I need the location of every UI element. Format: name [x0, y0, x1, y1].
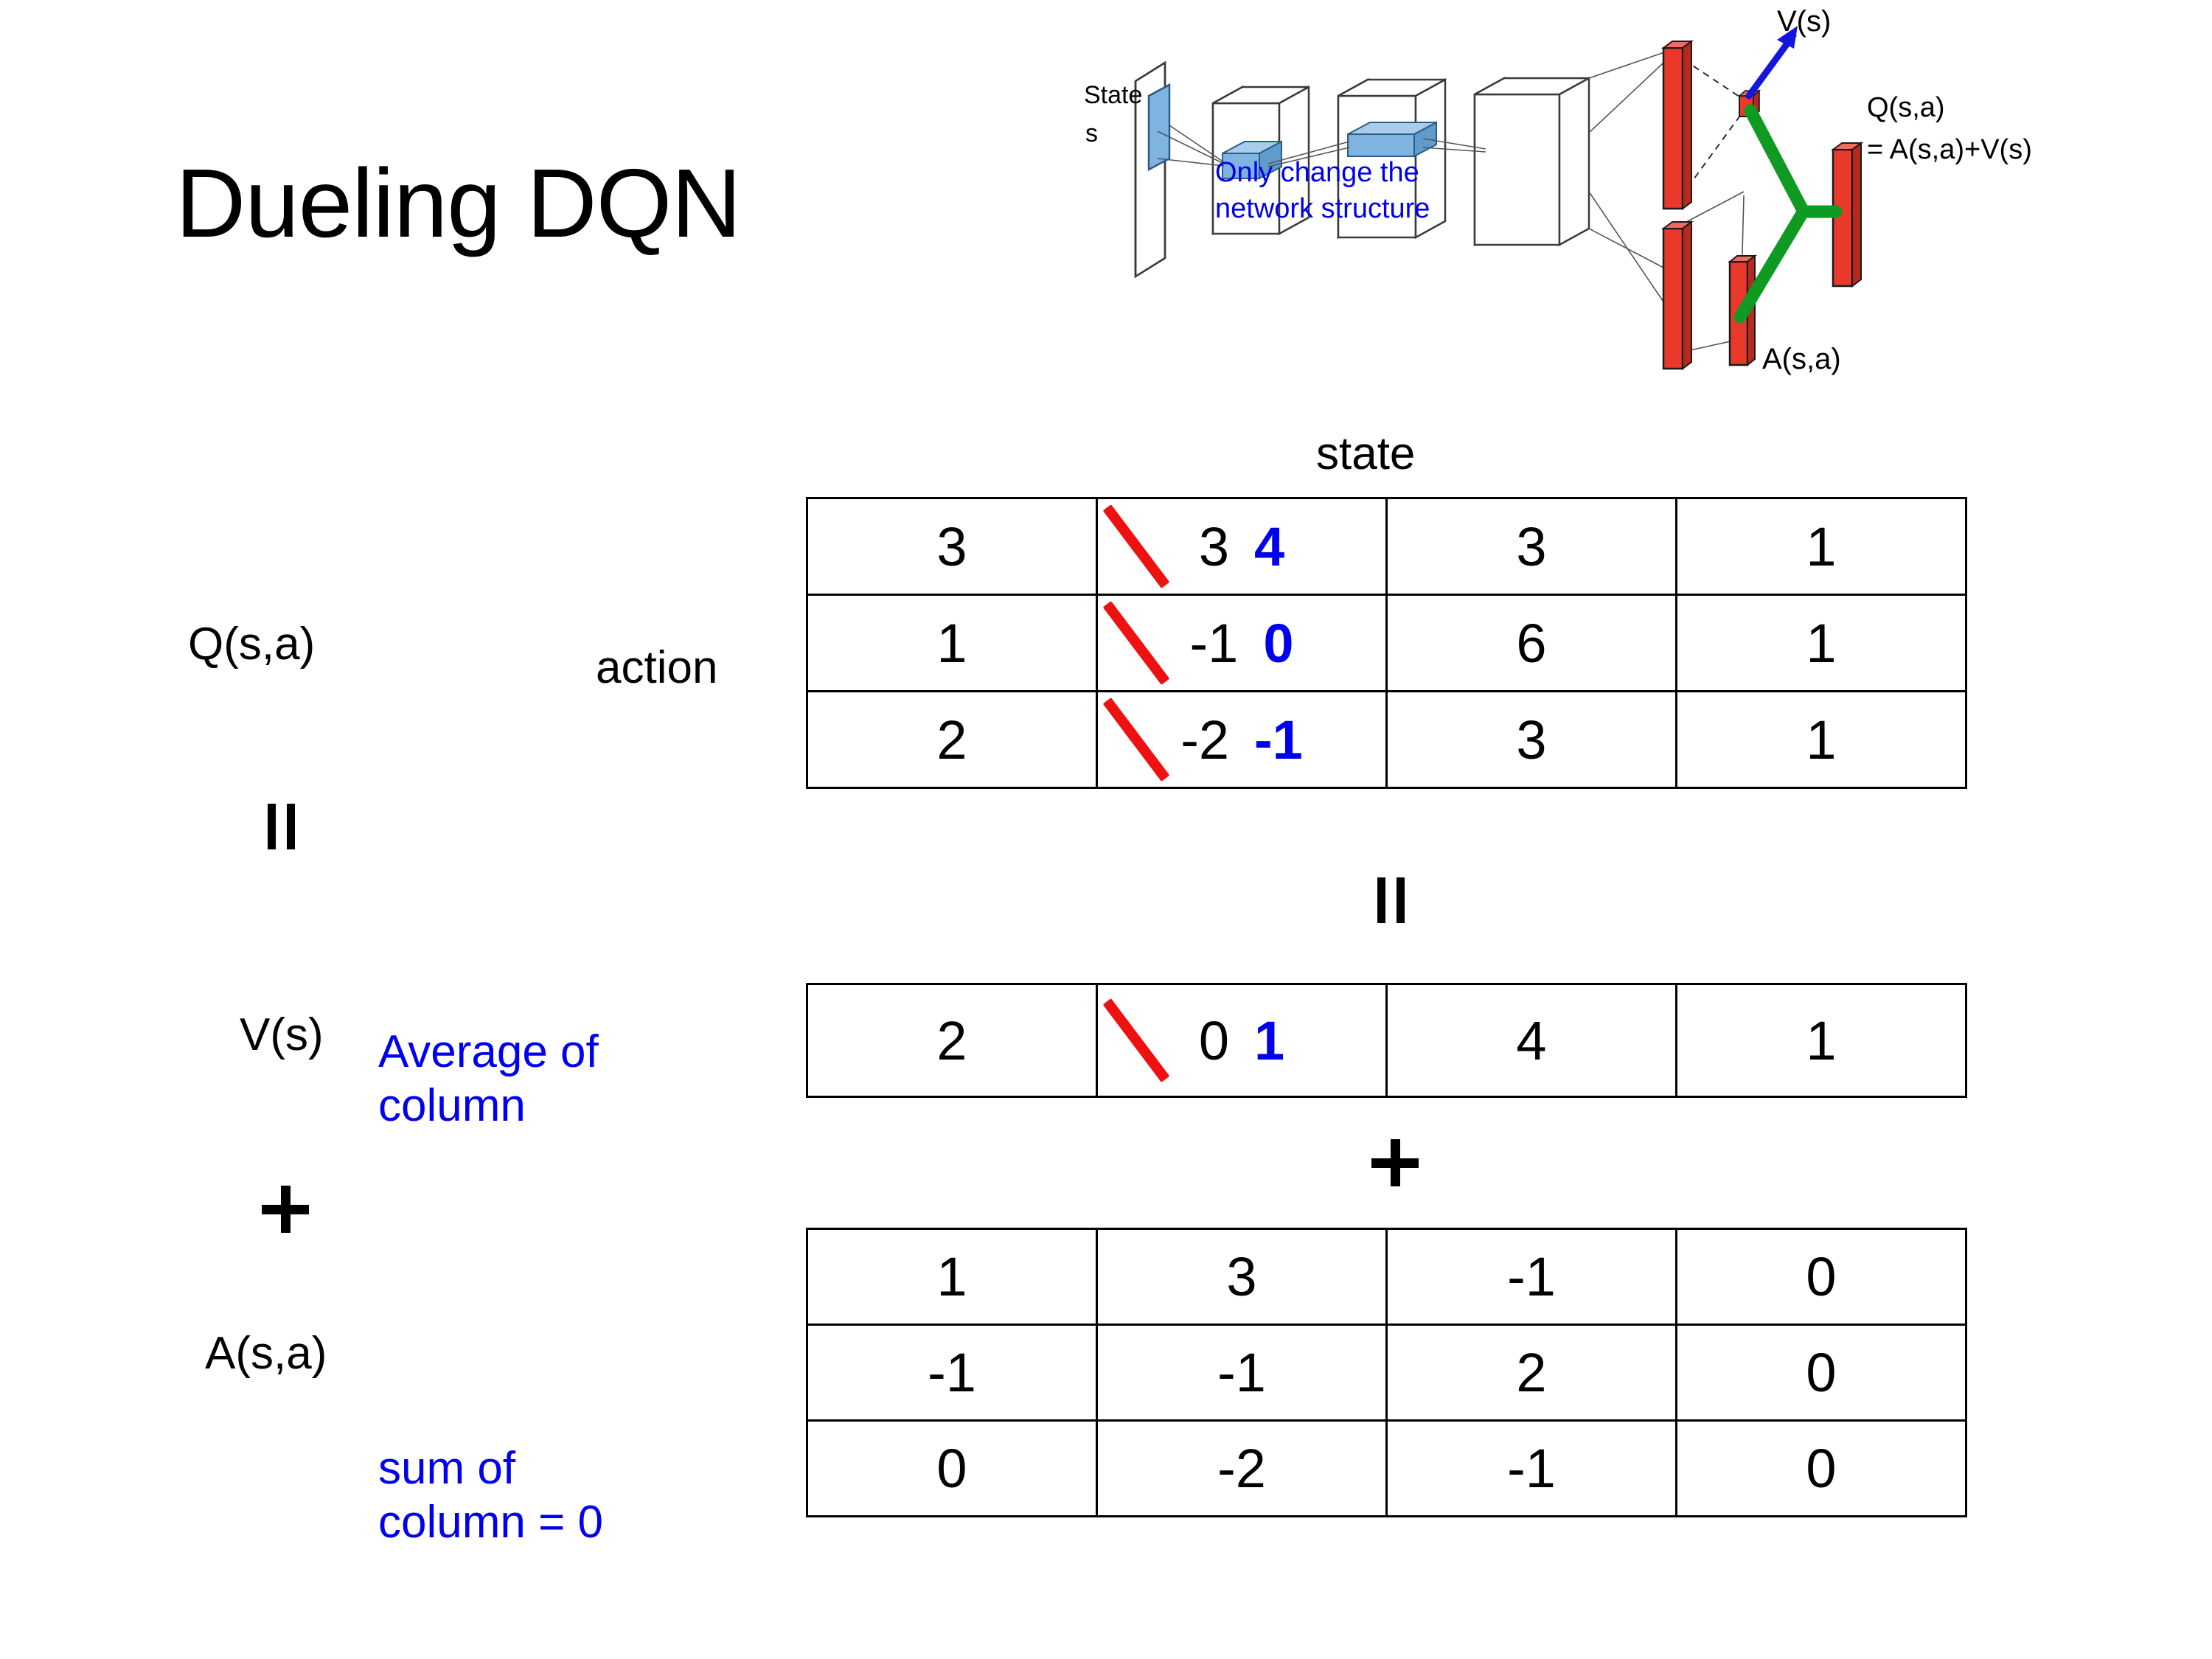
q-function-label: Q(s,a)	[188, 619, 316, 669]
diagram-v-label: V(s)	[1777, 7, 1831, 38]
a-cell-r0c0[interactable]: 1	[806, 1228, 1098, 1326]
equals-bar-1	[1377, 877, 1385, 923]
v-cell-c2[interactable]: 4	[1385, 983, 1677, 1098]
q-cell-r2c1[interactable]: -2 -1	[1096, 690, 1388, 789]
v-cell-c1-inner: 0 1	[1098, 985, 1385, 1096]
q-cell-r0c1-old-value: 3	[1198, 515, 1229, 577]
diagram-state-label: State	[1084, 81, 1142, 109]
note-average-line2: column	[378, 1080, 526, 1132]
table-row: 2 -2 -1 3 1	[806, 690, 1967, 789]
note-average-of-column: Average of column	[378, 1025, 599, 1133]
q-cell-r1c3[interactable]: 1	[1675, 594, 1967, 692]
q-cell-r0c3[interactable]: 1	[1675, 497, 1967, 596]
equals-bar-2	[1397, 877, 1405, 923]
equals-bar-1	[268, 804, 276, 849]
v-value-table: 2 0 1 4 1	[806, 983, 1967, 1098]
q-cell-r1c1-inner: -1 0	[1098, 596, 1385, 690]
q-cell-r1c1[interactable]: -1 0	[1096, 594, 1388, 692]
diagram-note-line2: network structure	[1215, 193, 1430, 224]
q-cell-r0c2[interactable]: 3	[1385, 497, 1677, 596]
table-row: -1 -1 2 0	[806, 1324, 1967, 1422]
a-cell-r2c3[interactable]: 0	[1675, 1419, 1967, 1517]
a-cell-r1c2[interactable]: 2	[1385, 1324, 1677, 1422]
v-cell-c0[interactable]: 2	[806, 983, 1098, 1098]
equals-bar-2	[287, 804, 295, 849]
advantage-value-table: 1 3 -1 0 -1 -1 2 0 0 -2 -1 0	[806, 1228, 1967, 1517]
q-cell-r2c1-inner: -2 -1	[1098, 692, 1385, 787]
plus-bar-vertical	[1391, 1139, 1400, 1186]
page-title: Dueling DQN	[175, 149, 742, 257]
q-cell-r2c0[interactable]: 2	[806, 690, 1098, 789]
note-sum-line2: column = 0	[378, 1497, 604, 1548]
dueling-network-diagram: State s Only change the network structur…	[1084, 7, 2205, 420]
q-cell-r0c1[interactable]: 3 4	[1096, 497, 1388, 596]
plus-sign-left	[262, 1186, 309, 1233]
strikethrough-mark	[1102, 698, 1170, 782]
table-row: 1 -1 0 6 1	[806, 594, 1967, 692]
q-value-table: 3 3 4 3 1 1 -1 0 6 1 2 -2 -1	[806, 497, 1967, 789]
q-cell-r1c0[interactable]: 1	[806, 594, 1098, 692]
state-axis-label: state	[1316, 428, 1416, 479]
a-cell-r0c2[interactable]: -1	[1385, 1228, 1677, 1326]
table-row: 2 0 1 4 1	[806, 983, 1967, 1098]
diagram-state-sublabel: s	[1085, 119, 1098, 147]
q-cell-r0c1-inner: 3 4	[1098, 499, 1385, 594]
v-cell-c1-old-value: 0	[1198, 1009, 1229, 1071]
q-cell-r2c1-old-value: -2	[1180, 709, 1229, 771]
a-cell-r1c1[interactable]: -1	[1096, 1324, 1388, 1422]
table-row: 1 3 -1 0	[806, 1228, 1967, 1326]
plus-bar-vertical	[281, 1186, 291, 1233]
a-cell-r2c1[interactable]: -2	[1096, 1419, 1388, 1517]
diagram-q-label-line1: Q(s,a)	[1867, 92, 1945, 123]
a-cell-r1c0[interactable]: -1	[806, 1324, 1098, 1422]
note-sum-of-column: sum of column = 0	[378, 1441, 603, 1549]
q-cell-r1c1-old-value: -1	[1189, 612, 1239, 674]
a-cell-r2c2[interactable]: -1	[1385, 1419, 1677, 1517]
strikethrough-mark	[1102, 998, 1170, 1082]
v-cell-c1-new-value: 1	[1254, 1009, 1285, 1071]
v-cell-c3[interactable]: 1	[1675, 983, 1967, 1098]
v-cell-c1[interactable]: 0 1	[1096, 983, 1388, 1098]
equals-sign-left	[262, 804, 306, 849]
note-sum-line1: sum of	[378, 1443, 516, 1494]
q-cell-r2c1-new-value: -1	[1254, 709, 1303, 771]
strikethrough-mark	[1102, 601, 1170, 685]
note-average-line1: Average of	[378, 1026, 599, 1077]
action-axis-label: action	[596, 642, 718, 693]
a-cell-r0c3[interactable]: 0	[1675, 1228, 1967, 1326]
a-cell-r2c0[interactable]: 0	[806, 1419, 1098, 1517]
q-cell-r0c0[interactable]: 3	[806, 497, 1098, 596]
table-row: 3 3 4 3 1	[806, 497, 1967, 596]
strikethrough-mark	[1102, 504, 1170, 588]
advantage-function-label: A(s,a)	[205, 1328, 327, 1379]
table-row: 0 -2 -1 0	[806, 1419, 1967, 1517]
diagram-note-line1: Only change the	[1215, 157, 1419, 188]
equals-sign-middle	[1371, 877, 1416, 923]
q-cell-r1c2[interactable]: 6	[1385, 594, 1677, 692]
q-cell-r2c3[interactable]: 1	[1675, 690, 1967, 789]
a-cell-r1c3[interactable]: 0	[1675, 1324, 1967, 1422]
q-cell-r0c1-new-value: 4	[1254, 515, 1285, 577]
a-cell-r0c1[interactable]: 3	[1096, 1228, 1388, 1326]
v-function-label: V(s)	[240, 1009, 324, 1060]
diagram-a-label: A(s,a)	[1762, 343, 1841, 375]
q-cell-r2c2[interactable]: 3	[1385, 690, 1677, 789]
plus-sign-middle	[1371, 1139, 1419, 1186]
diagram-q-label-line2: = A(s,a)+V(s)	[1867, 134, 2032, 165]
q-cell-r1c1-new-value: 0	[1263, 612, 1294, 674]
